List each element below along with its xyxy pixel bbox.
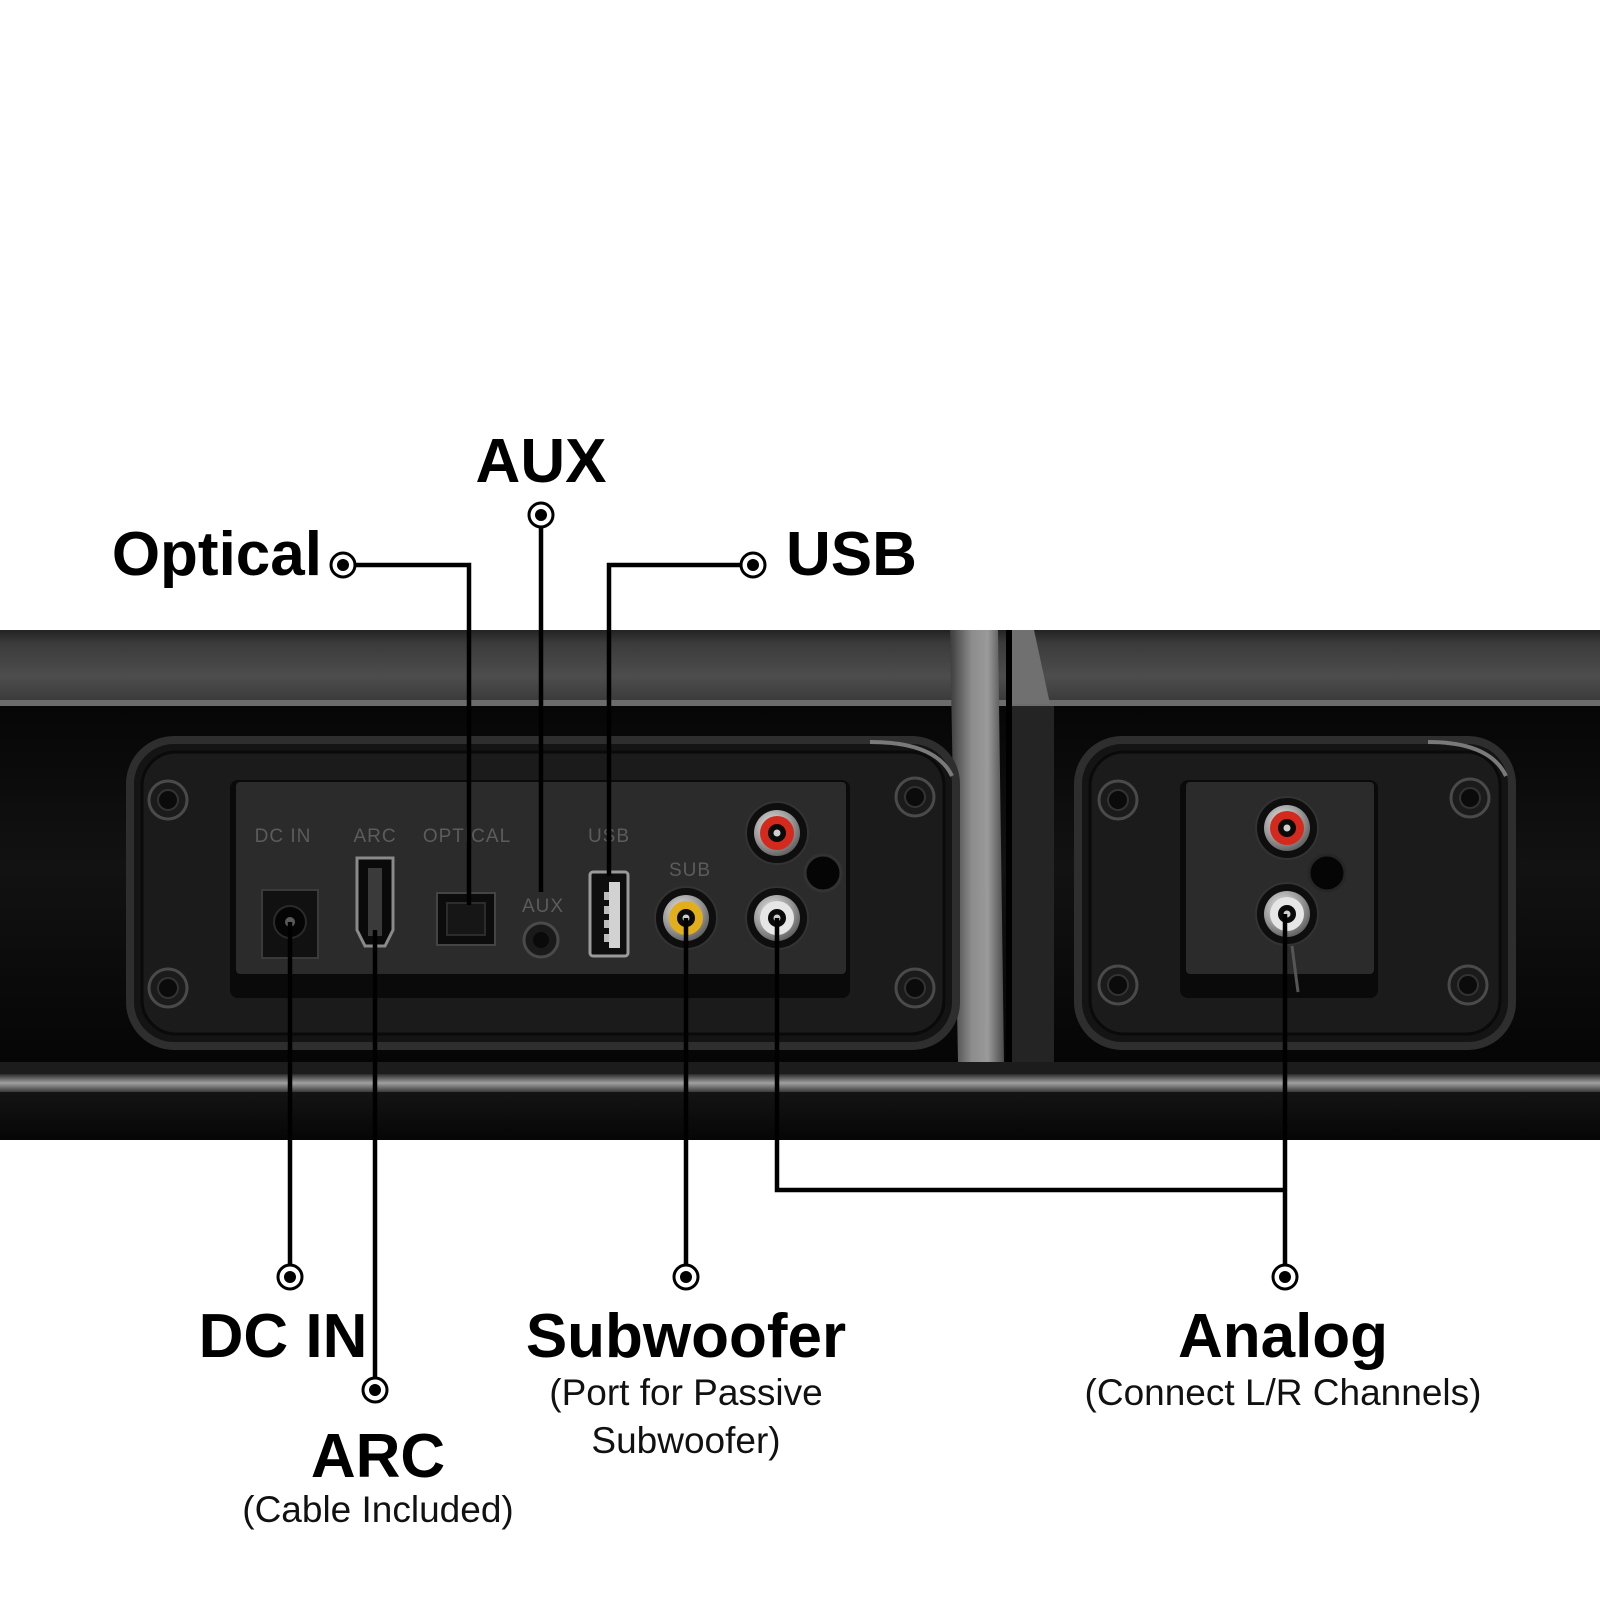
screw-head [1107, 974, 1129, 996]
screw-icon [1449, 777, 1491, 819]
right-unit-chamfer-body [1012, 706, 1054, 1062]
callout-label-dc-in: DC IN [199, 1302, 368, 1371]
callout-label-aux: AUX [476, 427, 607, 496]
screw-icon [147, 967, 189, 1009]
panel-screws [147, 776, 1491, 1009]
left-unit-chamfer-band [950, 630, 1004, 1062]
screw-head [157, 789, 179, 811]
screw-head [1457, 974, 1479, 996]
screw-head [904, 786, 926, 808]
screw-icon [894, 776, 936, 818]
callout-marker-dot [747, 559, 759, 571]
right-port-panel [1074, 736, 1516, 1050]
rca-jack-red-left-unit-icon [745, 801, 809, 865]
right-unit-wire [1290, 945, 1300, 993]
callout-marker-icon-arc [361, 1376, 389, 1404]
callout-marker-icon-optical [329, 551, 357, 579]
right-port-plate [1186, 782, 1374, 974]
callout-marker-dot [1279, 1271, 1291, 1283]
callout-note-subwoofer-line2: Subwoofer) [591, 1420, 780, 1461]
screw-icon [1097, 964, 1139, 1006]
rca-jack-pin [773, 829, 781, 837]
rca-jack-pin [1283, 824, 1291, 832]
left-unit-blank-hole [803, 853, 843, 893]
hdmi-port-icon [355, 856, 395, 948]
callout-marker-dot [284, 1271, 296, 1283]
callout-note-arc: (Cable Included) [242, 1489, 513, 1530]
screw-icon [1097, 779, 1139, 821]
callout-label-arc: ARC [311, 1422, 445, 1491]
callout-note-subwoofer-line1: (Port for Passive [549, 1372, 822, 1413]
callout-marker-dot [680, 1271, 692, 1283]
aux-jack-icon [522, 921, 560, 959]
right-unit-edge-highlight [1012, 700, 1600, 706]
callout-marker-icon-subwoofer [672, 1263, 700, 1291]
screw-icon [1447, 964, 1489, 1006]
panel-label-aux: AUX [522, 896, 564, 917]
base-reflection-strip [0, 1074, 1600, 1092]
base-stand [0, 1092, 1600, 1140]
screw-icon [894, 967, 936, 1009]
usb-port-icon [588, 870, 630, 958]
usb-port-contact [604, 906, 609, 914]
callout-lines [287, 527, 1288, 1378]
callout-line-usb [606, 562, 741, 876]
panel-label-arc: ARC [353, 826, 396, 847]
callout-marker-dot [369, 1384, 381, 1396]
base-shadow-line [0, 1062, 1600, 1074]
callout-label-analog: Analog [1178, 1302, 1388, 1371]
usb-port-contact [604, 920, 609, 928]
callout-marker-icon-aux [527, 501, 555, 529]
usb-port-tongue [609, 882, 620, 948]
left-unit-edge-highlight [0, 700, 1008, 706]
rca-jack-red-right-unit-icon [1255, 796, 1319, 860]
optical-port-shutter [446, 902, 486, 936]
right-unit-chamfer-top [1012, 630, 1050, 704]
panel-label-optical: OPTICAL [423, 826, 511, 847]
callout-marker-icon-dc-in [276, 1263, 304, 1291]
screw-head [1459, 787, 1481, 809]
panel-label-dc-in: DC IN [255, 826, 312, 847]
callout-marker-icon-analog [1271, 1263, 1299, 1291]
callout-note-analog: (Connect L/R Channels) [1085, 1372, 1482, 1413]
usb-port-contact [604, 934, 609, 942]
callout-label-usb: USB [786, 520, 917, 589]
usb-port-contact [604, 892, 609, 900]
callout-labels: AUX Optical USB DC IN ARC (Cable Include… [112, 427, 1482, 1530]
callout-label-optical: Optical [112, 520, 322, 589]
callout-line-analog-left [774, 918, 1285, 1193]
unit-seam [1006, 630, 1012, 1064]
right-unit-blank-hole [1307, 853, 1347, 893]
screw-head [157, 977, 179, 999]
screw-head [1107, 789, 1129, 811]
screw-icon [147, 779, 189, 821]
screw-head [904, 977, 926, 999]
hdmi-port-tongue [368, 868, 382, 936]
callout-marker-icon-usb [739, 551, 767, 579]
callout-marker-dot [535, 509, 547, 521]
optical-port-icon [436, 892, 496, 946]
callout-line-optical [355, 562, 472, 905]
callout-markers [276, 501, 1299, 1404]
panel-label-sub: SUB [669, 860, 711, 881]
callout-label-subwoofer: Subwoofer [526, 1302, 846, 1371]
right-unit-top-surface [1012, 630, 1600, 702]
left-panel-highlight [869, 740, 954, 777]
left-unit-top-surface [0, 630, 1008, 702]
right-panel-highlight [1427, 740, 1508, 777]
aux-jack-hole [533, 932, 549, 948]
callout-marker-dot [337, 559, 349, 571]
